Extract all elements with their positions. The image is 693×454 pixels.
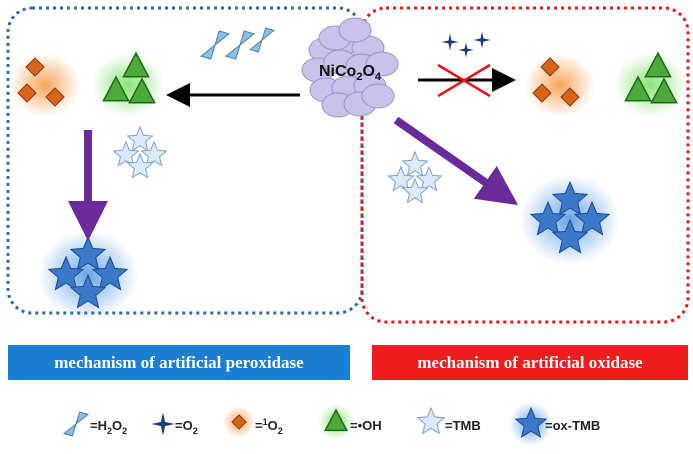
blocked-cross-icon — [437, 63, 491, 98]
oxidase-panel — [360, 6, 690, 324]
ox-tmb-group-icon — [38, 230, 138, 320]
peroxidase-banner-label: mechanism of artificial peroxidase — [54, 353, 304, 372]
oxidase-banner — [372, 345, 688, 380]
o2-group-icon — [438, 28, 494, 61]
catalyst-label: NiCo2O4 — [319, 63, 382, 83]
hydroxyl-radical-group-icon — [92, 51, 164, 117]
hydroxyl-radical-icon — [318, 404, 354, 440]
tmb-group-icon — [112, 125, 168, 179]
o2-icon — [148, 409, 178, 439]
legend-label: =•OH — [350, 418, 382, 433]
h2o2-icon — [62, 411, 90, 437]
legend-label: =O2 — [175, 418, 198, 436]
legend: =H2O2 =O2 =1O2 =•OH =TMB =ox-TMB — [62, 402, 600, 446]
singlet-oxygen-group-icon — [525, 53, 595, 117]
ox-tmb-group-icon — [520, 175, 620, 265]
legend-label: =H2O2 — [90, 418, 127, 436]
legend-label: =TMB — [445, 418, 481, 433]
tmb-icon — [416, 406, 446, 435]
singlet-oxygen-group-icon — [10, 53, 80, 117]
singlet-oxygen-icon — [223, 406, 255, 438]
oxidase-banner-label: mechanism of artificial oxidase — [417, 353, 643, 372]
purple-arrow-diagonal — [393, 116, 519, 206]
ox-tmb-icon — [509, 402, 553, 446]
h2o2-group-icon — [199, 27, 276, 60]
tmb-group-icon — [387, 150, 443, 204]
legend-label: =ox-TMB — [545, 418, 600, 433]
hydroxyl-radical-group-icon — [614, 51, 686, 117]
peroxidase-banner — [8, 345, 350, 380]
legend-label: =1O2 — [255, 417, 283, 436]
nico2o4-nanoparticle-cluster — [301, 17, 399, 118]
